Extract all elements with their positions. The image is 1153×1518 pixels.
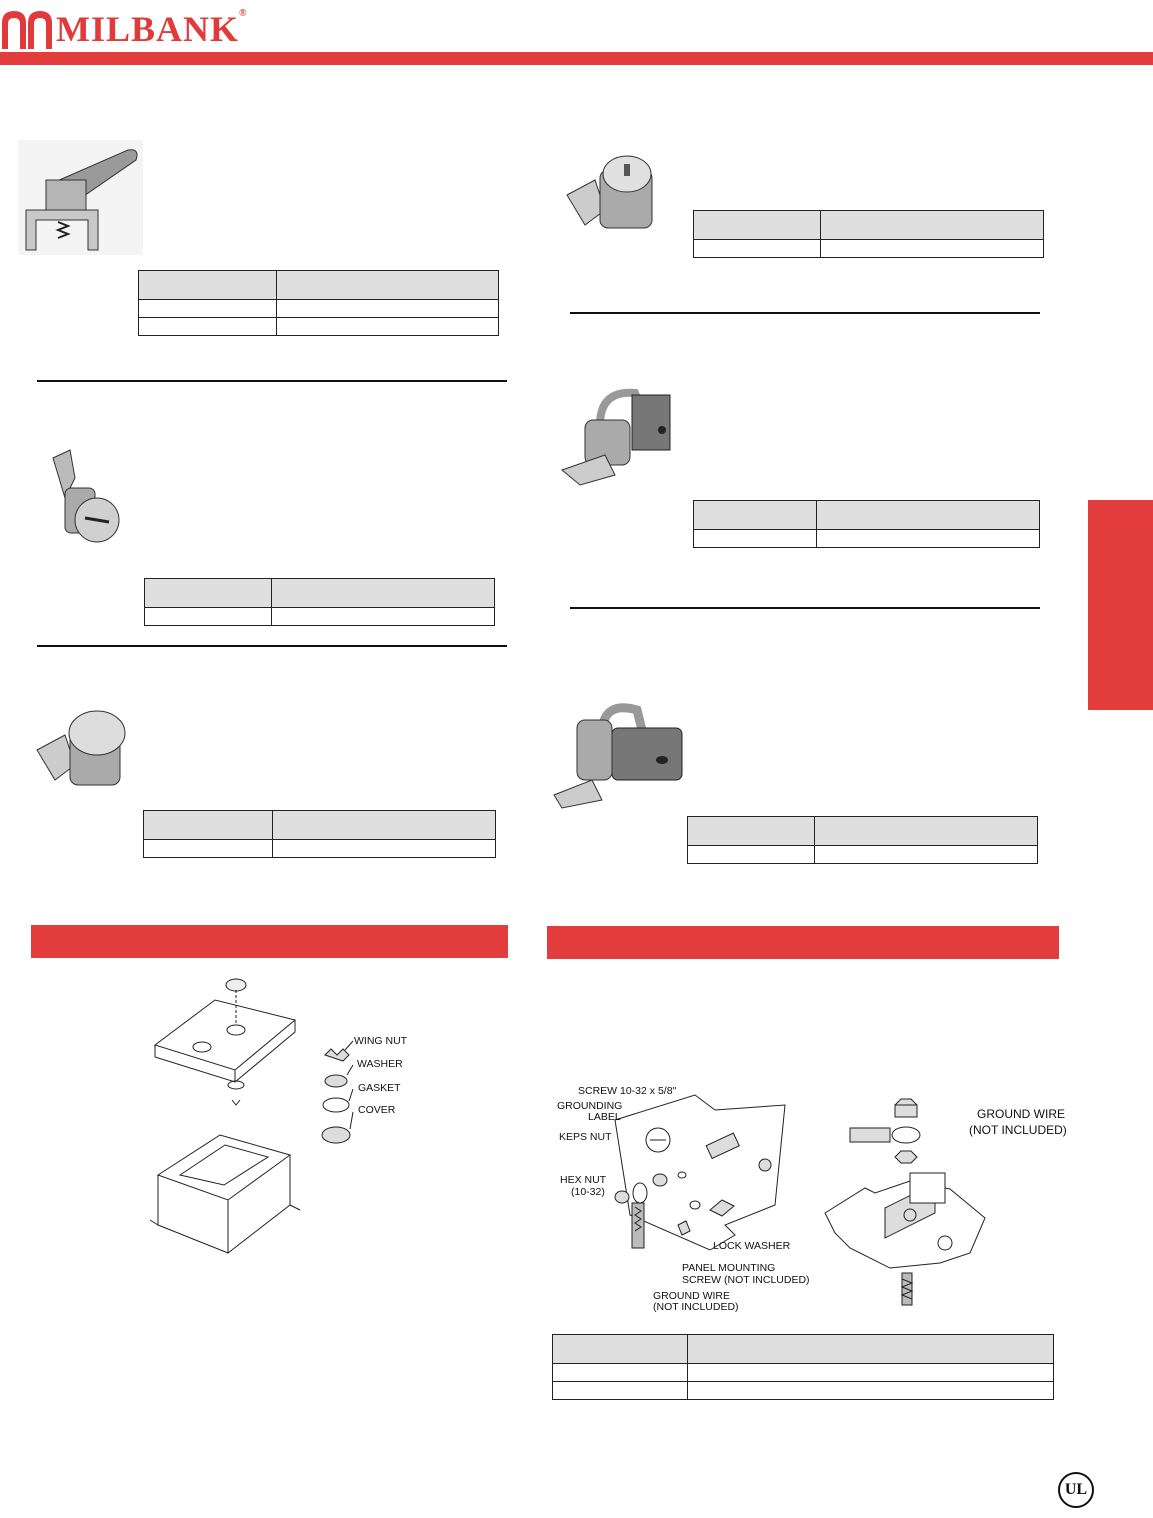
milbank-arch-icon: [2, 11, 52, 49]
section-bar-right: [547, 926, 1059, 959]
label-ground-wire-note: (NOT INCLUDED): [653, 1301, 739, 1313]
label-wing-nut: WING NUT: [354, 1035, 408, 1047]
handle-latch-image: [18, 140, 143, 255]
quarter-turn-latch-image: [52, 449, 120, 543]
label-washer: WASHER: [357, 1058, 403, 1070]
grounding-kit-diagram: [614, 1094, 786, 1251]
spec-table-2: [144, 578, 495, 626]
spec-table-1: [138, 270, 499, 336]
keyed-latch-image: [566, 155, 653, 229]
header-bar: [0, 52, 1153, 65]
padlock-latch-image: [561, 388, 671, 486]
spec-table-6: [687, 816, 1038, 864]
ul-listed-icon: UL: [1058, 1472, 1094, 1508]
label-hex-nut-size: (10-32): [571, 1186, 605, 1198]
section-bar-left: [31, 925, 508, 958]
divider: [570, 312, 1040, 314]
label-grounding: GROUNDING: [557, 1100, 623, 1112]
milbank-logo: MILBANK®: [0, 8, 248, 50]
label-hex-nut: HEX NUT: [560, 1174, 607, 1186]
divider: [37, 380, 507, 382]
label-ground-wire: GROUND WIRE: [653, 1290, 730, 1302]
ground-lug-diagram: [824, 1098, 986, 1306]
label-lock-washer: LOCK WASHER: [713, 1240, 791, 1252]
wing-latch-image: [36, 710, 126, 786]
label-grounding-label: LABEL: [588, 1111, 621, 1123]
spec-table-4: [693, 210, 1044, 258]
label-ground-wire-right: GROUND WIRE: [977, 1107, 1065, 1121]
padlock-hasp-latch-image: [553, 703, 683, 809]
spec-table-grounding: [552, 1334, 1054, 1400]
label-screw: SCREW 10-32 x 5/8": [578, 1085, 677, 1097]
label-gasket: GASKET: [358, 1082, 401, 1094]
spec-table-5: [693, 500, 1040, 548]
label-panel-mounting: PANEL MOUNTING: [682, 1262, 776, 1274]
enclosure-exploded-diagram: [149, 978, 354, 1254]
label-panel-mounting-screw: SCREW (NOT INCLUDED): [682, 1274, 810, 1286]
side-tab: [1088, 500, 1153, 710]
divider: [570, 607, 1040, 609]
label-ground-wire-right-note: (NOT INCLUDED): [969, 1123, 1067, 1137]
divider: [37, 645, 507, 647]
brand-name: MILBANK®: [56, 8, 248, 49]
label-cover: COVER: [358, 1104, 396, 1116]
spec-table-3: [143, 810, 496, 858]
label-keps-nut: KEPS NUT: [559, 1131, 612, 1143]
